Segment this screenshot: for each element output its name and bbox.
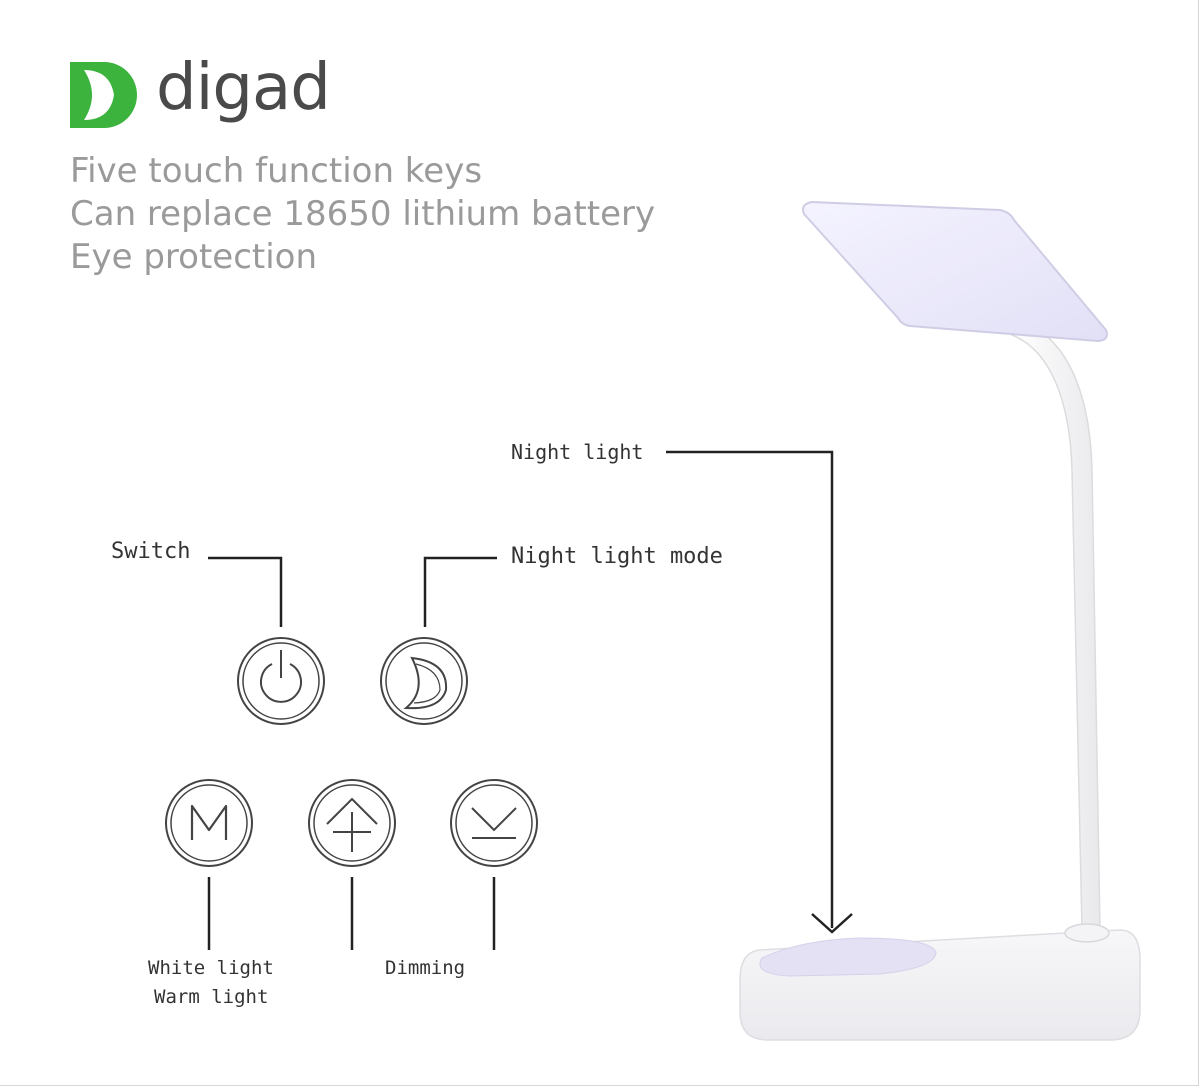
night-mode-key [380, 637, 468, 725]
night-light-line [666, 450, 834, 928]
white-light-label: White light [148, 957, 274, 979]
night-light-arrow [811, 913, 853, 934]
power-key [237, 637, 325, 725]
desk-lamp [739, 200, 1141, 1041]
brightness-up-key [308, 779, 396, 867]
power-icon [260, 650, 302, 703]
lamp-arm [1010, 321, 1101, 931]
night-light-panel [759, 937, 937, 977]
feature-item: Can replace 18650 lithium battery [70, 194, 656, 234]
mode-m-icon [190, 804, 228, 840]
brightness-up-icon [326, 797, 378, 852]
night-light-label: Night light [511, 440, 644, 464]
dimming-label: Dimming [385, 957, 466, 979]
lamp-collar [1064, 923, 1110, 943]
brightness-down-key [450, 779, 538, 867]
switch-line [208, 556, 283, 627]
warm-light-label: Warm light [154, 986, 269, 1008]
mode-key [165, 779, 253, 867]
switch-label: Switch [111, 539, 191, 564]
feature-list: Five touch function keys Can replace 186… [70, 150, 655, 279]
feature-item: Eye protection [70, 237, 318, 277]
moon-icon [403, 656, 448, 710]
night-mode-line [423, 556, 497, 627]
brand-name: digad [156, 51, 331, 125]
digad-logo-icon [70, 62, 137, 128]
brightness-down-icon [471, 807, 517, 839]
lamp-head [802, 200, 1108, 343]
night-light-mode-label: Night light mode [511, 544, 723, 569]
feature-item: Five touch function keys [70, 151, 483, 191]
callout-lines [207, 450, 853, 950]
